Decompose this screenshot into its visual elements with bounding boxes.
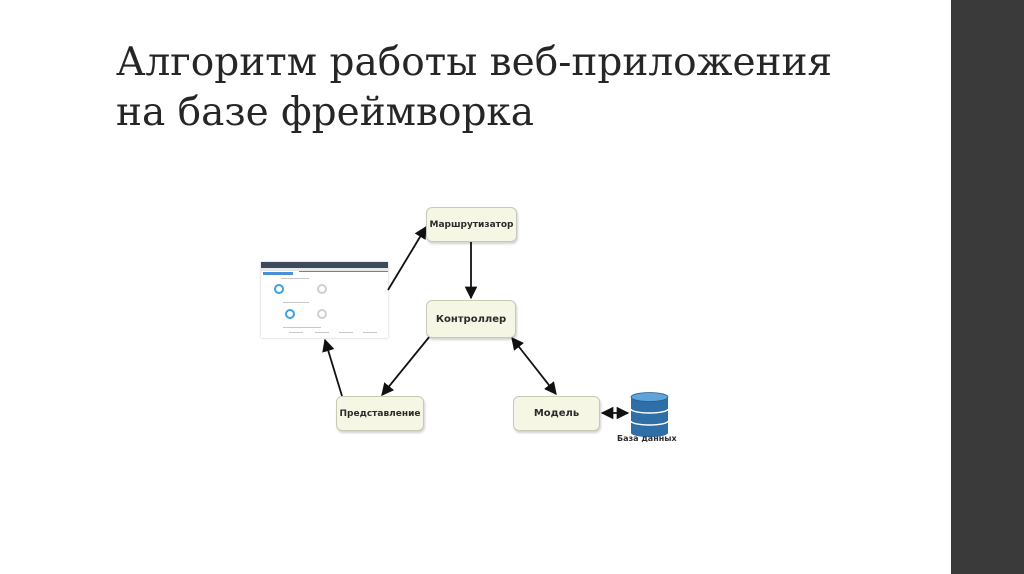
screenshot-text-line [339,332,353,333]
screenshot-chart-ring [285,309,295,319]
router-node: Маршрутизатор [426,207,517,242]
screenshot-text-line [281,278,309,279]
controller-node: Контроллер [426,300,516,338]
screenshot-sub-bar [261,268,388,271]
side-bar-rule [948,0,951,574]
arrow-view-to-screenshot [322,338,343,397]
screenshot-chart-ring [317,284,327,294]
model-node: Модель [513,396,600,431]
database-icon [630,392,669,437]
screenshot-chart-ring [317,309,327,319]
screenshot-text-line [283,327,321,328]
slide-title-line-1: Алгоритм работы веб-приложения [116,40,833,85]
screenshot-text-line [363,332,377,333]
browser-screenshot-thumbnail [261,262,388,338]
screenshot-text-line [315,332,329,333]
slide-title: Алгоритм работы веб-приложения на базе ф… [116,38,916,138]
screenshot-text-line [283,302,309,303]
arrow-screenshot-to-router [387,225,427,291]
database-label: База данных [617,434,677,443]
screenshot-chart-ring [274,284,284,294]
screenshot-accent-line [299,271,388,272]
screenshot-blue-tab [263,272,293,275]
slide-title-line-2: на базе фреймворка [116,90,535,135]
view-node: Представление [336,396,424,431]
screenshot-top-bar [261,262,388,268]
arrow-controller-to-view [381,335,431,396]
screenshot-text-line [289,332,303,333]
arrow-controller-model [511,337,557,395]
side-bar [948,0,1024,574]
